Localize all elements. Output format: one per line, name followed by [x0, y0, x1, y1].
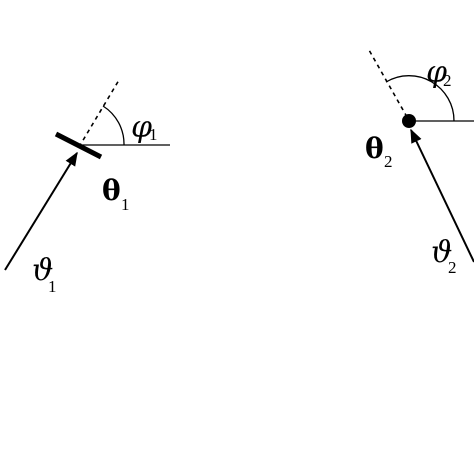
right-phi-label: φ: [426, 55, 447, 90]
left-dashed-extension: [78, 79, 120, 148]
left-v-subscript: 1: [48, 277, 57, 296]
left-incoming-arrow: [4, 151, 78, 271]
left-v-label: ϑ: [32, 253, 53, 288]
right-v-label: ϑ: [431, 235, 452, 270]
right-dashed-extension: [368, 49, 408, 118]
left-theta-subscript: 1: [121, 195, 130, 214]
left-detector-bar: [54, 131, 103, 160]
right-point-particle: [402, 114, 416, 128]
right-angle-arc: [385, 75, 455, 122]
left-phi-subscript: 1: [149, 125, 158, 144]
right-phi-subscript: 2: [443, 71, 452, 90]
right-theta-subscript: 2: [384, 152, 393, 171]
right-theta-label: θ: [365, 132, 384, 165]
left-phi-label: φ: [131, 110, 152, 145]
left-theta-label: θ: [102, 174, 121, 207]
right-v-subscript: 2: [448, 258, 457, 277]
left-diagram: φ 1 θ 1 ϑ 1: [4, 79, 170, 296]
right-incoming-arrow: [410, 128, 474, 263]
left-angle-arc: [102, 105, 125, 146]
right-diagram: φ 2 θ 2 ϑ 2: [365, 49, 474, 277]
